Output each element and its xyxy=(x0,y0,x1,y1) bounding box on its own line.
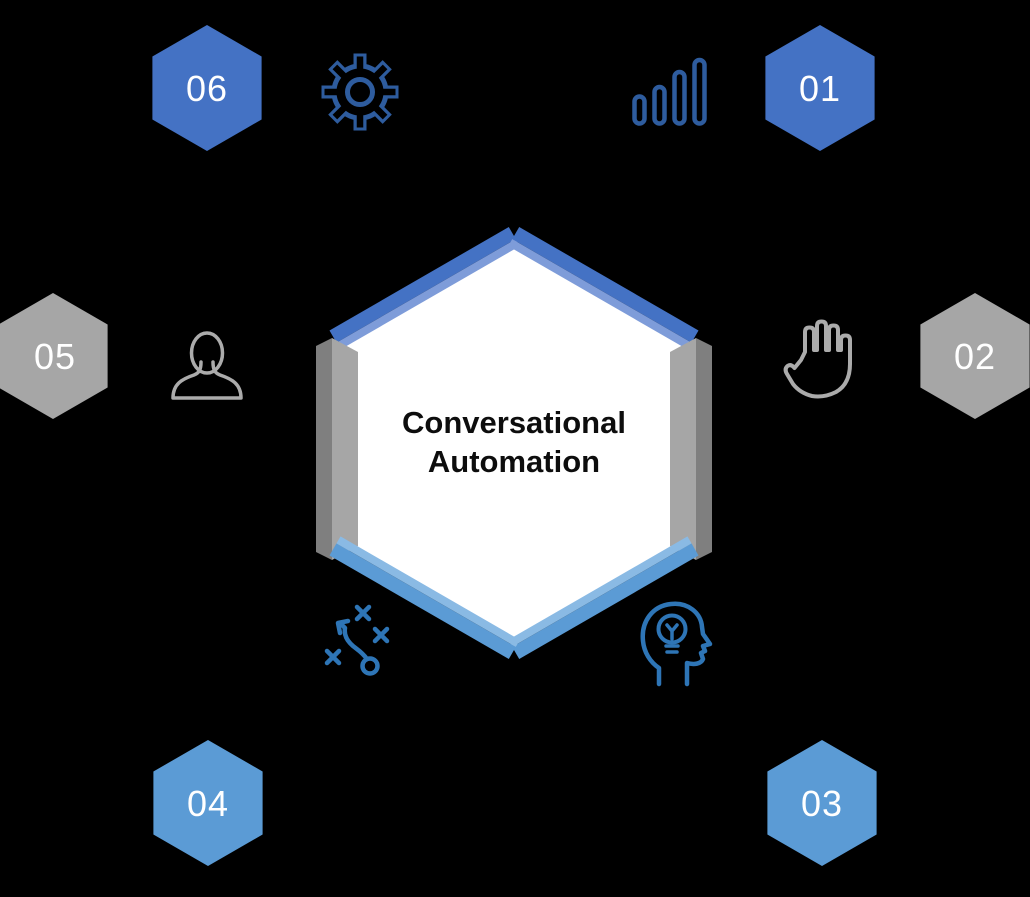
hexagon-03: 03 xyxy=(767,740,877,866)
center-edge-bottom-right xyxy=(512,543,699,659)
strategy-icon xyxy=(324,604,390,676)
center-title: Conversational Automation xyxy=(402,405,626,479)
hexagon-05: 05 xyxy=(0,293,108,419)
hexagon-06-number: 06 xyxy=(186,68,228,109)
hexagon-01: 01 xyxy=(765,25,875,151)
gear-icon xyxy=(321,53,399,131)
center-hexagon-fill xyxy=(344,247,684,639)
hexagon-02-number: 02 xyxy=(954,336,996,377)
center-edge-top-right xyxy=(512,227,699,343)
center-edge-bottom-left xyxy=(329,543,516,659)
center-edge-top-right-bevel xyxy=(508,239,692,350)
hexagon-06-shape xyxy=(152,25,262,151)
head-lightbulb-icon xyxy=(640,601,713,687)
hexagon-04-number: 04 xyxy=(187,783,229,824)
hexagon-04: 04 xyxy=(153,740,263,866)
hexagon-05-shape xyxy=(0,293,108,419)
hexagon-02: 02 xyxy=(920,293,1030,419)
hexagon-03-shape xyxy=(767,740,877,866)
growth-bars-icon xyxy=(632,57,707,126)
hand-icon xyxy=(783,319,852,399)
center-edge-left-facet xyxy=(316,338,332,560)
hexagon-03-number: 03 xyxy=(801,783,843,824)
center-hexagon xyxy=(316,227,712,659)
hexagon-04-shape xyxy=(153,740,263,866)
center-edge-left xyxy=(332,338,358,560)
person-icon xyxy=(171,331,243,400)
center-edge-top-left xyxy=(329,227,516,343)
center-edge-right xyxy=(670,338,696,560)
center-edge-bottom-left-bevel xyxy=(336,536,520,647)
hexagon-01-shape xyxy=(765,25,875,151)
center-edge-right-facet xyxy=(696,338,712,560)
hexagon-06: 06 xyxy=(152,25,262,151)
hexagon-05-number: 05 xyxy=(34,336,76,377)
center-edge-top-left-bevel xyxy=(336,239,520,350)
hexagon-02-shape xyxy=(920,293,1030,419)
hexagon-01-number: 01 xyxy=(799,68,841,109)
center-edge-bottom-right-bevel xyxy=(508,536,692,647)
